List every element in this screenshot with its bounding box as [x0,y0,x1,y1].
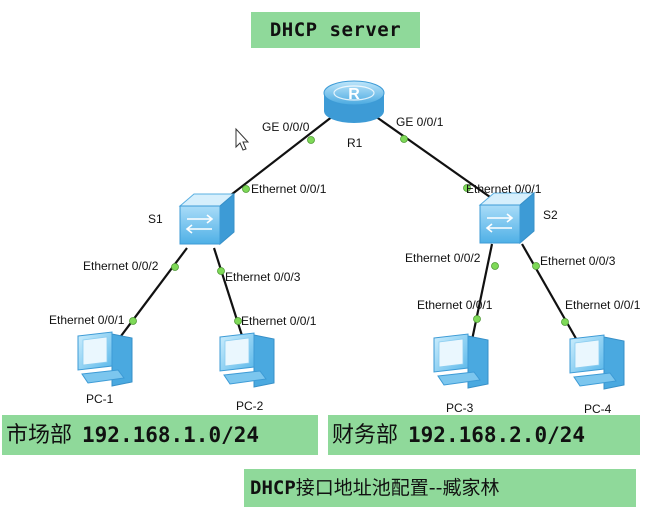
footer-prefix: DHCP [250,477,296,499]
port-label: Ethernet 0/0/2 [83,259,159,273]
link-r1-s2 [374,115,491,198]
port-dot [234,317,242,325]
port-label: Ethernet 0/0/1 [565,298,641,312]
port-labels: GE 0/0/0 GE 0/0/1 Ethernet 0/0/1 Etherne… [49,115,641,328]
cursor-icon [235,127,250,151]
link-r1-s1 [226,115,334,199]
footer-text: 接口地址池配置--臧家林 [295,477,500,499]
link-s2-pc4 [521,243,579,343]
router-glyph: R [348,86,360,103]
port-dot [129,317,137,325]
port-label: Ethernet 0/0/1 [466,182,542,196]
port-dot [307,136,315,144]
port-dot [171,263,179,271]
network-address: 192.168.1.0/24 [82,423,260,447]
port-dot [532,262,540,270]
footer-caption: DHCP接口地址池配置--臧家林 [244,469,636,507]
switch-s2[interactable]: S2 [478,191,558,245]
port-dot [491,262,499,270]
switch-s1[interactable]: S1 [148,192,236,246]
switch-icon [478,191,536,245]
pc-icon [569,334,625,390]
pc-name: PC-4 [584,402,612,416]
port-dot [463,184,471,192]
pc-name: PC-2 [236,399,264,413]
port-dot [217,267,225,275]
pc-4[interactable]: PC-4 [569,334,625,416]
router-name: R1 [347,136,363,150]
link-s2-pc3 [470,243,494,341]
port-dot [473,315,481,323]
dept-name: 市场部 [6,423,73,448]
pc-name: PC-1 [86,392,114,406]
port-label: Ethernet 0/0/1 [417,298,493,312]
port-label: Ethernet 0/0/3 [225,270,301,284]
port-label: Ethernet 0/0/3 [540,254,616,268]
segment-finance: 财务部 192.168.2.0/24 [328,415,640,455]
network-address: 192.168.2.0/24 [408,423,586,447]
pc-icon [77,331,133,387]
pc-1[interactable]: PC-1 [77,331,133,406]
switch-name: S2 [543,208,558,222]
port-label: GE 0/0/0 [262,120,310,134]
port-dot [561,318,569,326]
port-dot [242,185,250,193]
segment-market: 市场部 192.168.1.0/24 [2,415,318,455]
switch-name: S1 [148,212,163,226]
port-label: GE 0/0/1 [396,115,444,129]
port-dots [129,135,569,326]
port-label: Ethernet 0/0/1 [251,182,327,196]
dhcp-server-title: DHCP server [251,12,420,48]
pc-2[interactable]: PC-2 [219,332,275,413]
port-dot [400,135,408,143]
router-icon: R [323,80,385,123]
port-label: Ethernet 0/0/1 [241,314,317,328]
pc-icon [433,333,489,389]
port-label: Ethernet 0/0/1 [49,313,125,327]
dept-name: 财务部 [332,423,399,448]
link-s1-pc2 [212,247,247,346]
pc-icon [219,332,275,388]
pc-3[interactable]: PC-3 [433,333,489,415]
port-label: Ethernet 0/0/2 [405,251,481,265]
router-r1[interactable]: R R1 [323,80,385,150]
switch-icon [178,192,236,246]
pc-name: PC-3 [446,401,474,415]
